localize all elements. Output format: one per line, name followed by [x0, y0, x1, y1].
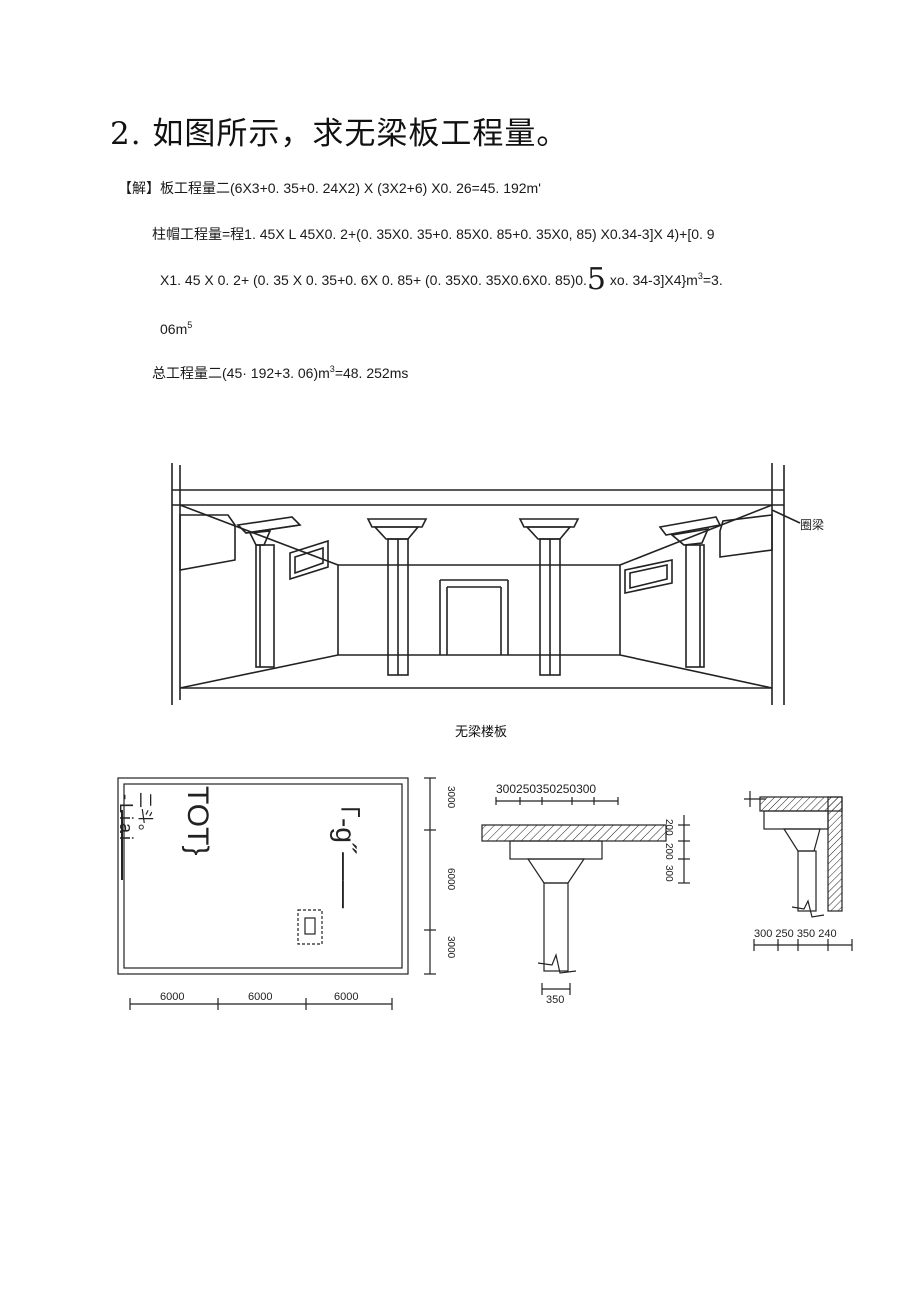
solution-line-4-text: 06m: [160, 321, 188, 337]
figure-caption: 无梁楼板: [455, 725, 508, 740]
edge-detail-drawing: 300 250 350 240: [744, 791, 853, 951]
column-cap-section-drawing: 300250350250300 200 200 300 350: [481, 782, 690, 1006]
solution-line-4: 06m5: [160, 320, 192, 337]
solution-line-3: X1. 45 X 0. 2+ (0. 35 X 0. 35+0. 6X 0. 8…: [160, 262, 723, 297]
section-dim-side-1: 200: [663, 819, 674, 836]
plan-dim-bottom-3: 6000: [334, 991, 358, 1003]
plan-dim-side-1: 3000: [445, 786, 456, 809]
solution-line-3-text-b: xo. 34-3]X4}m: [609, 272, 698, 288]
plan-rotated-text-2: 二斗。: [136, 792, 153, 840]
solution-line-1: 【解】板工程量二(6X3+0. 35+0. 24X2) X (3X2+6) X0…: [118, 180, 541, 196]
solution-line-2: 柱帽工程量=程1. 45X L 45X0. 2+(0. 35X0. 35+0. …: [152, 226, 715, 242]
solution-line-5-superscript: 3: [329, 364, 335, 374]
plan-view-drawing: 6000 6000 6000 3000 6000 3000 -Liai 二斗。 …: [116, 777, 456, 1010]
solution-line-5-text-a: 总工程量二(45· 192+3. 06)m: [152, 365, 330, 381]
plan-dim-side-3: 3000: [445, 936, 456, 959]
edge-detail-dims: 300 250 350 240: [754, 928, 837, 940]
section-dim-side-2: 200: [663, 843, 674, 860]
plan-dim-bottom-1: 6000: [160, 991, 184, 1003]
solution-line-3-text-a: X1. 45 X 0. 2+ (0. 35 X 0. 35+0. 6X 0. 8…: [160, 272, 587, 288]
plan-dim-bottom-2: 6000: [248, 991, 272, 1003]
section-dim-side-3: 300: [663, 865, 674, 882]
solution-line-5-text-b: =48. 252ms: [334, 365, 409, 381]
plan-rotated-text-4: 「-g˝——: [330, 790, 361, 908]
page-title: 2. 如图所示，求无梁板工程量。: [110, 116, 569, 152]
solution-line-4-superscript: 5: [187, 320, 193, 330]
column-marker: [297, 909, 323, 945]
solution-line-5: 总工程量二(45· 192+3. 06)m3=48. 252ms: [152, 363, 408, 383]
ring-beam-label: 圈梁: [800, 517, 824, 532]
section-dims-top: 300250350250300: [496, 782, 596, 796]
solution-line-3-superscript: 3: [697, 271, 703, 281]
solution-line-3-text-c: =3.: [702, 272, 723, 288]
plan-dim-side-2: 6000: [445, 868, 456, 891]
plan-rotated-text-3: TOT}: [181, 786, 214, 855]
plan-rotated-text-1: -Liai: [116, 794, 136, 843]
flat-slab-perspective-drawing: 圈梁: [171, 463, 824, 705]
section-dim-column: 350: [546, 994, 564, 1006]
solution-line-3-big-digit: 5: [586, 262, 607, 297]
